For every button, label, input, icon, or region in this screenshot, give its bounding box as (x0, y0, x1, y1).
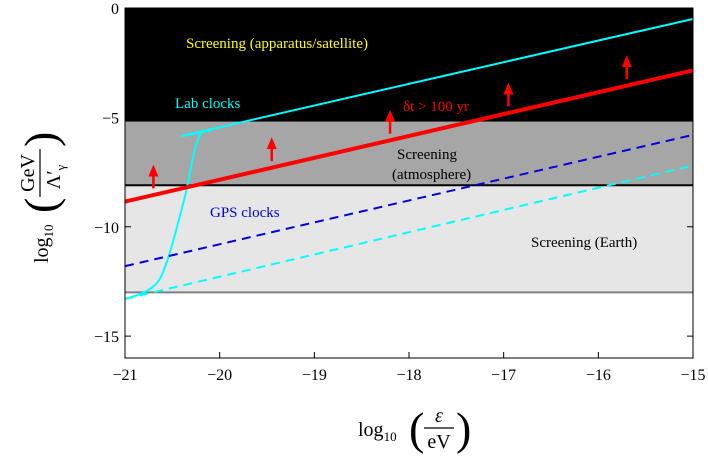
series-line-0 (125, 17, 693, 300)
bound-arrows (148, 55, 632, 189)
y-label-close-paren: ) (15, 132, 66, 147)
up-arrow-2 (385, 109, 396, 134)
x-tick-label: −20 (207, 367, 232, 384)
x-label-numerator: ε (435, 405, 443, 427)
x-axis-label: log10 ( ε eV ) (358, 403, 471, 454)
annotations: Screening (apparatus/satellite) Lab cloc… (175, 36, 637, 251)
x-tick-label: −15 (680, 367, 705, 384)
up-arrow-1 (266, 137, 277, 162)
x-label-open-paren: ( (409, 403, 424, 454)
y-label-denominator: Λ′γ (43, 164, 68, 189)
y-tick-label: −5 (102, 110, 119, 127)
x-tick-label: −19 (302, 367, 327, 384)
y-tick-label: −15 (94, 329, 119, 346)
y-label-numerator: GeV (17, 154, 39, 192)
region-apparatus-satellite (125, 8, 693, 122)
annotation-screening-atmosphere-1: Screening (397, 147, 457, 163)
x-tick-label: −18 (396, 367, 421, 384)
series-line-1 (125, 68, 693, 204)
x-label-denominator: eV (427, 431, 451, 453)
x-label-prefix: log10 (358, 419, 397, 444)
annotation-screening-earth: Screening (Earth) (531, 235, 637, 251)
x-tick-label: −16 (586, 367, 611, 384)
x-label-close-paren: ) (456, 403, 471, 454)
region-earth (125, 185, 693, 293)
series-line-2 (125, 133, 693, 268)
annotation-gps-clocks: GPS clocks (210, 205, 280, 221)
region-atmosphere (125, 121, 693, 186)
series-lines (125, 17, 693, 300)
y-label-prefix: log10 (31, 224, 56, 263)
annotation-lab-clocks: Lab clocks (175, 96, 241, 112)
y-tick-label: 0 (111, 1, 119, 18)
up-arrow-3 (503, 82, 514, 107)
screening-regions (125, 8, 693, 294)
y-axis-label: log10 ( GeV Λ′γ ) (15, 132, 68, 263)
x-tick-label: −21 (112, 367, 137, 384)
annotation-delta-t: δt > 100 yr (403, 99, 469, 115)
x-tick-label: −17 (491, 367, 516, 384)
up-arrow-4 (621, 55, 632, 80)
axis-ticks: −21 −20 −19 −18 −17 −16 −15 0 −5 −10 −15 (94, 1, 706, 384)
y-tick-label: −10 (94, 220, 119, 237)
annotation-screening-satellite: Screening (apparatus/satellite) (186, 36, 368, 52)
up-arrow-0 (148, 164, 159, 189)
annotation-screening-atmosphere-2: (atmosphere) (392, 167, 471, 183)
y-label-open-paren: ( (15, 198, 66, 213)
series-line-3 (125, 164, 693, 300)
